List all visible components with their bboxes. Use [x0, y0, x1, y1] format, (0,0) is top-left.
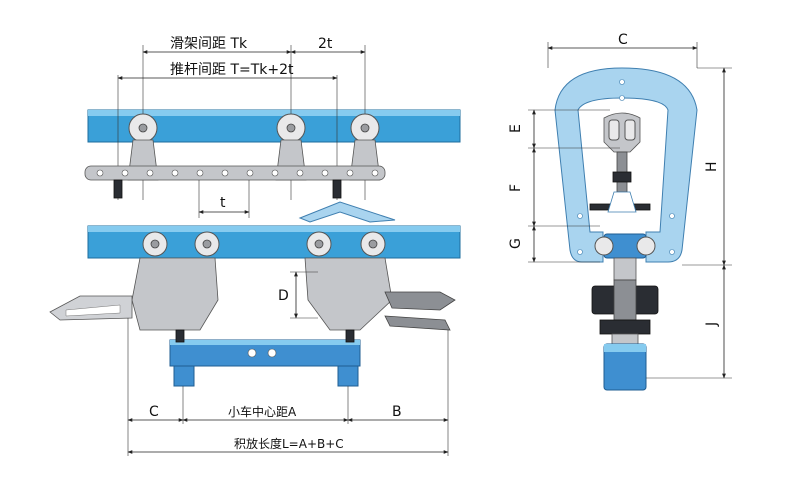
pusher-dog: [298, 201, 396, 223]
front-trolley-plate: [131, 257, 219, 331]
two-t-label: 2t: [318, 36, 333, 52]
f-label: F: [508, 184, 524, 192]
slider-spacing-label: 滑架间距 Tk: [170, 35, 248, 52]
rear-lever: [384, 291, 456, 311]
upper-track: 滑架间距 Tk 2t 推杆间距 T=Tk+2t: [84, 35, 461, 218]
accumulation-length-label: 积放长度L=A+B+C: [234, 436, 344, 451]
e-label: E: [508, 124, 524, 133]
j-label: J: [704, 322, 720, 327]
g-label: G: [508, 238, 524, 249]
c-top-label: C: [618, 32, 628, 48]
d-label: D: [278, 288, 289, 304]
trolley-wheels: [142, 231, 386, 257]
lower-track: D C 小车中心距A B 积放长度L=A+B+C: [49, 201, 461, 456]
t-label: t: [220, 195, 226, 211]
upper-rail-highlight: [88, 110, 460, 116]
load-bar: [169, 329, 361, 387]
c-left-label: C: [149, 404, 159, 420]
u-bracket: [554, 67, 698, 263]
cross-section: C E F: [508, 32, 732, 391]
chain: [84, 165, 386, 199]
trolley-center-label: 小车中心距A: [228, 404, 297, 419]
rear-trolley-plate: [304, 257, 393, 331]
h-label: H: [704, 161, 720, 172]
pusher-spacing-label: 推杆间距 T=Tk+2t: [170, 62, 294, 78]
b-label: B: [392, 404, 402, 420]
